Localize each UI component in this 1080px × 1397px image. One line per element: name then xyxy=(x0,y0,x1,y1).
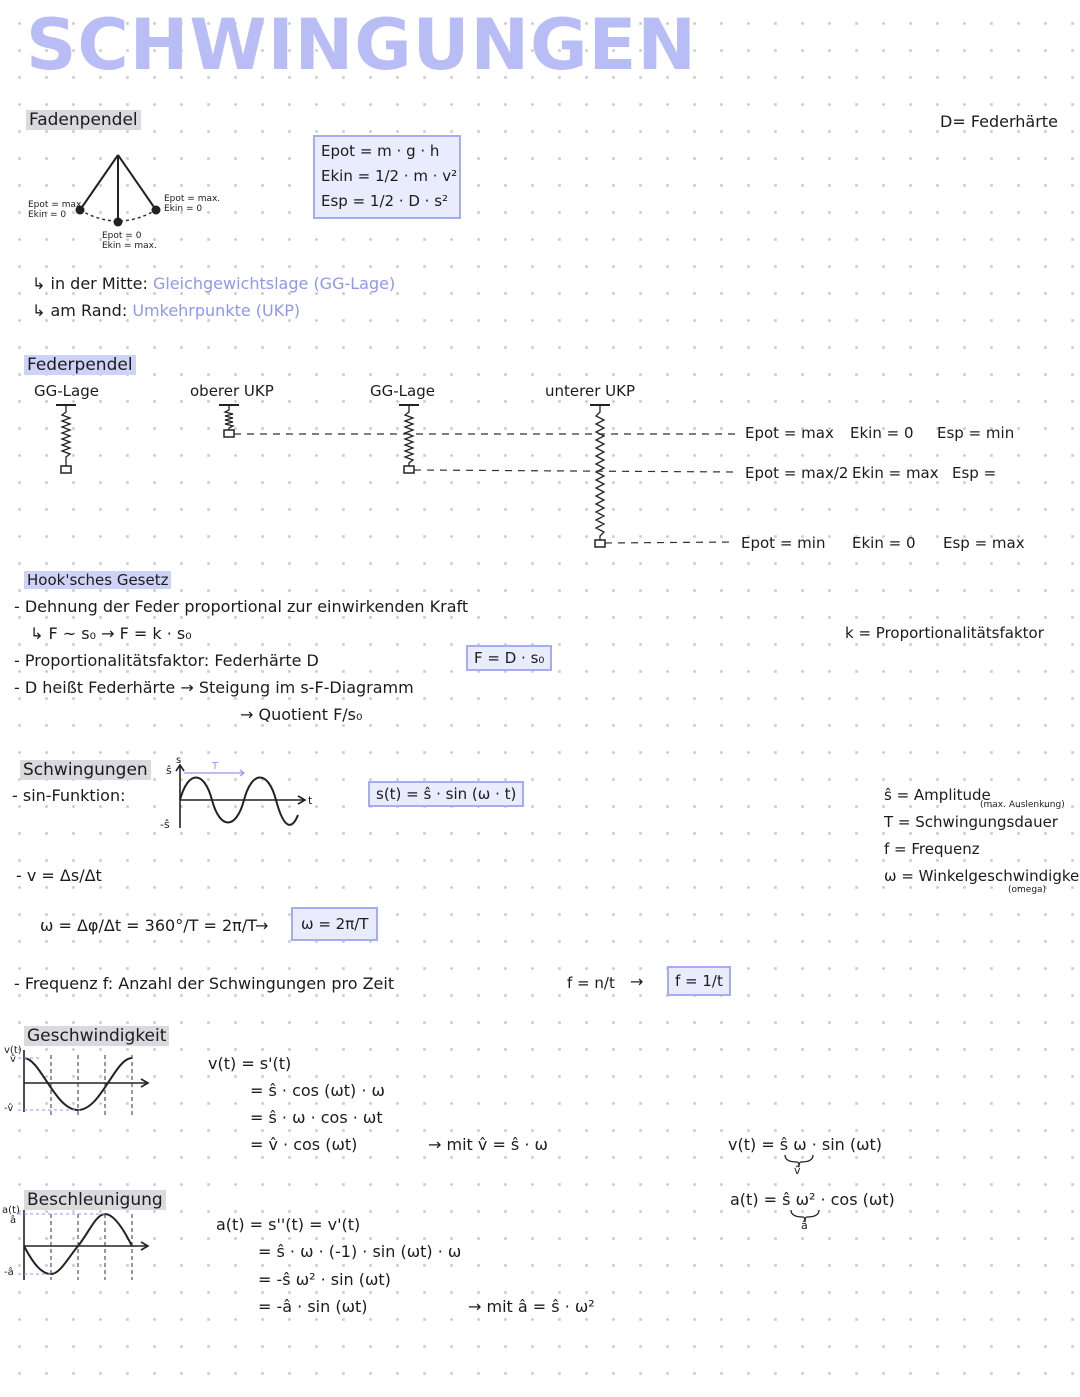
acceleration-brace-label: â xyxy=(801,1219,808,1232)
velocity-v-hat: v̂ xyxy=(10,1054,16,1065)
energy-row-1-esp: Esp = min xyxy=(937,424,1015,442)
energy-row-2-epot: Epot = max/2 xyxy=(745,464,849,482)
pendulum-right-label: Epot = max.Ekin = 0 xyxy=(164,194,221,214)
acceleration-right-formula: a(t) = ŝ ω² · cos (ωt) xyxy=(730,1190,895,1209)
heading-hooke: Hook'sches Gesetz xyxy=(24,571,172,589)
k-note: k = Proportionalitätsfaktor xyxy=(845,624,1044,642)
velocity-brace-label: v̂ xyxy=(794,1164,801,1177)
omega-boxed-formula: ω = 2π/T xyxy=(291,907,379,941)
energy-formula-box: Epot = m · g · h Ekin = 1/2 · m · v² Esp… xyxy=(313,135,461,219)
velocity-right-formula: v(t) = ŝ ω · sin (ωt) xyxy=(728,1135,883,1154)
legend-omega-note: (omega) xyxy=(1008,885,1047,895)
hooke-line-3: - Proportionalitätsfaktor: Federhärte D xyxy=(14,651,319,670)
legend-amplitude: ŝ = Amplitude xyxy=(884,786,991,804)
spring-label-4: unterer UKP xyxy=(545,382,635,400)
legend-omega: ω = Winkelgeschwindigkeit xyxy=(884,867,1080,885)
velocity-line-1: v(t) = s'(t) xyxy=(208,1054,292,1073)
velocity-line-4-note: → mit v̂ = ŝ · ω xyxy=(428,1135,548,1154)
velocity-definition: - v = Δs/Δt xyxy=(16,866,102,885)
hooke-boxed-formula: F = D · s₀ xyxy=(466,645,553,671)
d-note: D= Federhärte xyxy=(940,112,1058,131)
graph-neg-s-hat: -ŝ xyxy=(160,818,170,831)
graph-t-axis: t xyxy=(308,794,313,807)
velocity-brace xyxy=(784,1154,814,1168)
acceleration-line-2: = ŝ · ω · (-1) · sin (ωt) · ω xyxy=(258,1242,462,1261)
page-title: SCHWINGUNGEN xyxy=(26,4,697,86)
hooke-line-1: - Dehnung der Feder proportional zur ein… xyxy=(14,597,469,616)
hooke-line-4: - D heißt Federhärte → Steigung im s-F-D… xyxy=(14,678,414,697)
hooke-line-5: → Quotient F/s₀ xyxy=(240,705,363,724)
frequency-definition: - Frequenz f: Anzahl der Schwingungen pr… xyxy=(14,974,395,993)
acceleration-brace xyxy=(790,1209,820,1223)
frequency-arrow: → xyxy=(630,972,644,991)
velocity-line-4: = v̂ · cos (ωt) xyxy=(250,1135,358,1154)
energy-row-2-esp: Esp = xyxy=(952,464,997,482)
acceleration-line-3: = -ŝ ω² · sin (ωt) xyxy=(258,1270,391,1289)
legend-frequency: f = Frequenz xyxy=(884,840,980,858)
pendulum-left-label: Epot = max.Ekin = 0 xyxy=(28,200,85,220)
acceleration-graph xyxy=(18,1210,150,1280)
omega-derivation: ω = Δφ/Δt = 360°/T = 2π/T xyxy=(40,916,257,935)
energy-row-1-epot: Epot = max xyxy=(745,424,834,442)
legend-period: T = Schwingungsdauer xyxy=(884,813,1058,831)
acceleration-neg-a-hat: -â xyxy=(4,1267,14,1278)
heading-geschwindigkeit: Geschwindigkeit xyxy=(24,1026,170,1046)
acceleration-axis-label: a(t) xyxy=(2,1205,20,1216)
energy-row-1-ekin: Ekin = 0 xyxy=(850,424,914,442)
spring-label-1: GG-Lage xyxy=(34,382,99,400)
velocity-line-2: = ŝ · cos (ωt) · ω xyxy=(250,1081,385,1100)
graph-s-hat: ŝ xyxy=(166,764,172,777)
pendulum-diagram xyxy=(75,154,161,227)
sin-label: - sin-Funktion: xyxy=(12,786,126,805)
heading-fadenpendel: Fadenpendel xyxy=(26,110,141,130)
frequency-boxed-formula: f = 1/t xyxy=(667,966,731,996)
acceleration-line-1: a(t) = s''(t) = v'(t) xyxy=(216,1215,361,1234)
heading-federpendel: Federpendel xyxy=(24,355,136,375)
velocity-graph xyxy=(18,1050,150,1115)
mitte-line: ↳ in der Mitte: Gleichgewichtslage (GG-L… xyxy=(32,274,396,293)
omega-arrow: → xyxy=(255,916,269,935)
velocity-neg-v-hat: -v̂ xyxy=(4,1103,14,1114)
graph-s-axis: s xyxy=(176,755,182,766)
graph-period-label: T xyxy=(212,761,219,772)
acceleration-line-4-note: → mit â = ŝ · ω² xyxy=(468,1297,595,1316)
velocity-line-3: = ŝ · ω · cos · ωt xyxy=(250,1108,383,1127)
velocity-axis-label: v(t) xyxy=(4,1045,22,1056)
frequency-formula: f = n/t xyxy=(567,974,615,992)
spring-diagram xyxy=(56,404,736,548)
rand-line: ↳ am Rand: Umkehrpunkte (UKP) xyxy=(32,301,301,320)
acceleration-line-4: = -â · sin (ωt) xyxy=(258,1297,368,1316)
energy-row-3-ekin: Ekin = 0 xyxy=(852,534,916,552)
energy-row-2-ekin: Ekin = max xyxy=(852,464,939,482)
heading-beschleunigung: Beschleunigung xyxy=(24,1190,166,1210)
hooke-line-2: ↳ F ~ s₀ → F = k · s₀ xyxy=(30,624,192,643)
heading-schwingungen: Schwingungen xyxy=(20,760,151,780)
energy-row-3-esp: Esp = max xyxy=(943,534,1025,552)
sin-boxed-formula: s(t) = ŝ · sin (ω · t) xyxy=(368,781,525,807)
spring-label-3: GG-Lage xyxy=(370,382,435,400)
energy-row-3-epot: Epot = min xyxy=(741,534,826,552)
spring-label-2: oberer UKP xyxy=(190,382,274,400)
sin-graph xyxy=(175,763,307,828)
legend-amplitude-note: (max. Auslenkung) xyxy=(980,800,1065,810)
acceleration-a-hat: â xyxy=(10,1215,17,1226)
